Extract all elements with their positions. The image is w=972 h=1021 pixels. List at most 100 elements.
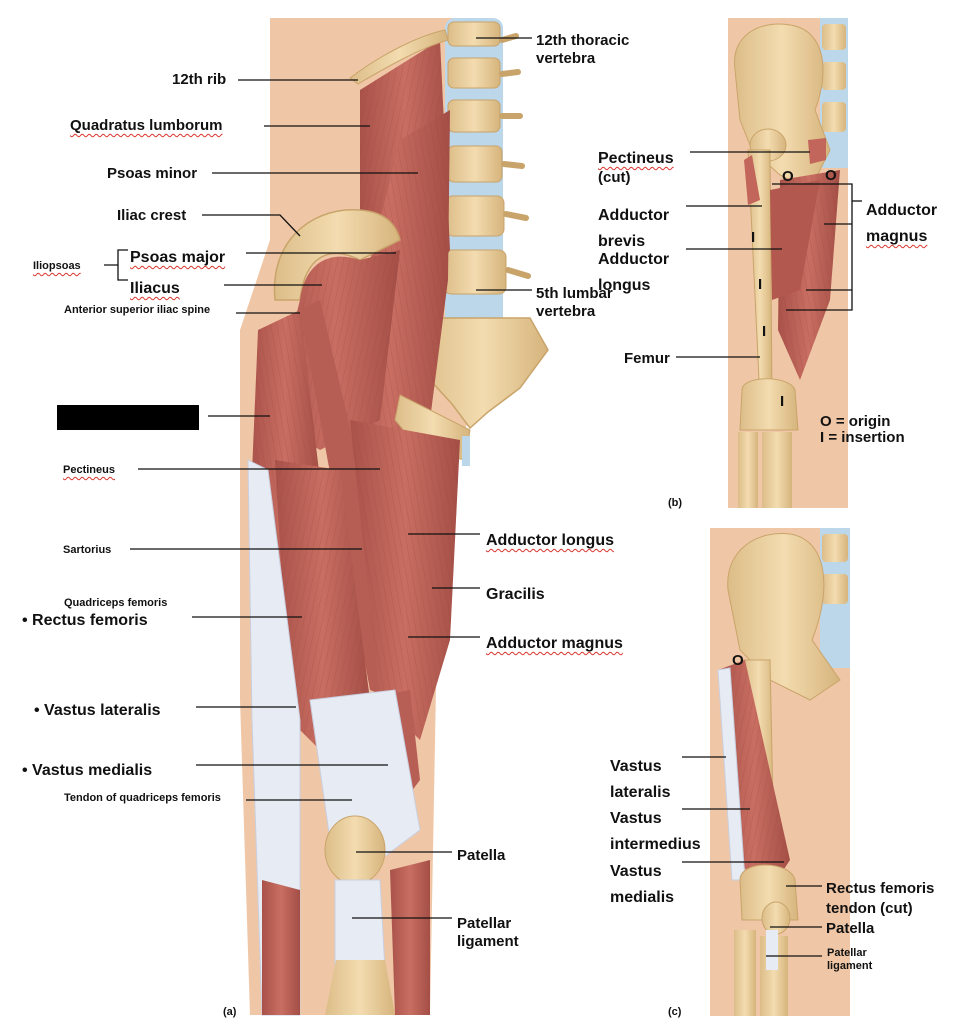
label-psoas-major: Psoas major — [130, 249, 225, 268]
label-line-1: Patellar — [827, 947, 867, 959]
vertebral-column — [443, 18, 531, 348]
label-patellar-ligament-c: Patellar ligament — [827, 947, 872, 973]
origin-marker-c: O — [732, 652, 744, 669]
label-line-2: medialis — [610, 889, 675, 906]
label-line-2: brevis — [598, 233, 646, 250]
label-adductor-magnus: Adductor magnus — [486, 635, 623, 654]
panel-a-leader-lines — [104, 37, 532, 919]
ilium — [273, 209, 401, 301]
label-patella: Patella — [457, 847, 506, 864]
origin-marker-2: O — [825, 167, 837, 184]
label-text: Iliopsoas — [33, 260, 81, 272]
label-line-1: Vastus — [610, 863, 662, 880]
label-tendon-quadriceps: Tendon of quadriceps femoris — [64, 792, 221, 804]
label-line-2: tendon (cut) — [826, 900, 913, 917]
label-line-1: 5th lumbar — [536, 285, 613, 302]
label-line-2: intermedius — [610, 836, 701, 853]
label-text: Pectineus — [63, 464, 115, 476]
label-line-1: Adductor — [598, 207, 670, 224]
label-line-2: longus — [598, 277, 651, 294]
insertion-marker-4: I — [780, 393, 785, 410]
label-psoas-minor: Psoas minor — [107, 165, 198, 182]
label-text: Adductor magnus — [486, 635, 623, 652]
panel-c-leader-lines — [682, 756, 822, 957]
label-vastus-intermedius-c: Vastus intermedius — [610, 806, 701, 858]
label-line-1: Adductor — [598, 251, 670, 268]
adductor-longus-b — [770, 180, 820, 300]
label-line-2: lateralis — [610, 784, 671, 801]
label-vastus-medialis-c: Vastus medialis — [610, 859, 674, 911]
panel-c-illustration — [710, 528, 850, 1016]
label-line-2: vertebra — [536, 302, 596, 320]
label-line-2: (cut) — [598, 168, 631, 186]
label-12th-rib: 12th rib — [172, 71, 227, 88]
label-pectineus-cut: Pectineus (cut) — [598, 150, 674, 187]
label-iliopsoas: Iliopsoas — [33, 260, 81, 273]
label-adductor-longus-b: Adductor longus — [598, 247, 669, 299]
label-line-1: Vastus — [610, 810, 662, 827]
label-quadratus-lumborum: Quadratus lumborum — [70, 117, 223, 135]
label-12th-thoracic-vertebra: 12th thoracic vertebra — [536, 32, 629, 67]
label-text: Quadratus lumborum — [70, 117, 223, 134]
label-iliacus: Iliacus — [130, 280, 180, 299]
label-rectus-femoris-tendon-cut: Rectus femoris tendon (cut) — [826, 879, 934, 919]
label-line-2: magnus — [866, 224, 937, 250]
panel-a-illustration — [240, 18, 549, 1016]
label-text: magnus — [866, 228, 928, 245]
label-text: Iliacus — [130, 280, 180, 297]
label-sartorius: Sartorius — [63, 544, 112, 556]
label-text: Adductor longus — [486, 532, 614, 549]
patella-bone — [324, 815, 386, 885]
label-iliac-crest: Iliac crest — [117, 207, 187, 224]
redaction-box — [57, 405, 199, 430]
panel-b-letter: (b) — [668, 497, 683, 509]
label-vastus-lateralis: • Vastus lateralis — [34, 702, 161, 719]
label-line-2: ligament — [457, 932, 519, 950]
label-adductor-brevis: Adductor brevis — [598, 203, 669, 255]
sacrum — [417, 317, 549, 430]
panel-b-illustration — [728, 18, 848, 508]
panel-c-letter: (c) — [668, 1006, 682, 1018]
pectineus-cut-b — [808, 138, 826, 164]
label-quadriceps-femoris: Quadriceps femoris — [64, 597, 168, 609]
label-pectineus: Pectineus — [63, 464, 115, 477]
label-adductor-magnus-b: Adductor magnus — [866, 198, 937, 250]
label-patella-c: Patella — [826, 920, 875, 937]
label-text: Psoas major — [130, 249, 226, 266]
label-adductor-longus: Adductor longus — [486, 532, 614, 551]
label-gracilis: Gracilis — [486, 586, 545, 603]
label-rectus-femoris: • Rectus femoris — [22, 612, 148, 629]
label-line-1: Vastus — [610, 758, 662, 775]
label-line-1: Pectineus — [598, 150, 674, 169]
label-line-1: Patellar — [457, 915, 512, 932]
label-anterior-superior-iliac-spine: Anterior superior iliac spine — [64, 304, 211, 316]
patellar-ligament-shape — [334, 879, 386, 971]
patella-c — [761, 901, 791, 935]
label-line-2: vertebra — [536, 49, 596, 67]
legend-origin-insertion: O = origin I = insertion — [820, 414, 905, 446]
quad-tendon — [309, 689, 421, 861]
label-line-1: 12th thoracic — [536, 32, 630, 49]
panel-a-letter: (a) — [223, 1006, 237, 1018]
label-patellar-ligament: Patellar ligament — [457, 915, 519, 950]
hip-bone-c — [727, 532, 841, 701]
label-vastus-medialis: • Vastus medialis — [22, 762, 153, 779]
origin-marker-1: O — [782, 168, 794, 185]
insertion-marker-2: I — [758, 276, 763, 293]
label-femur: Femur — [624, 350, 670, 367]
twelfth-rib — [349, 29, 449, 85]
label-vastus-lateralis-c: Vastus lateralis — [610, 754, 670, 806]
label-line-2: ligament — [827, 960, 873, 972]
insertion-marker-3: I — [762, 323, 767, 340]
label-text: Pectineus — [598, 150, 674, 167]
panel-b-leader-lines — [676, 151, 862, 358]
legend-insertion: I = insertion — [820, 429, 905, 446]
label-5th-lumbar-vertebra: 5th lumbar vertebra — [536, 285, 613, 320]
label-line-1: Adductor — [866, 202, 938, 219]
insertion-marker-1: I — [751, 229, 756, 246]
label-line-1: Rectus femoris — [826, 880, 935, 897]
lower-leg — [262, 880, 300, 1015]
legend-origin: O = origin — [820, 413, 891, 430]
